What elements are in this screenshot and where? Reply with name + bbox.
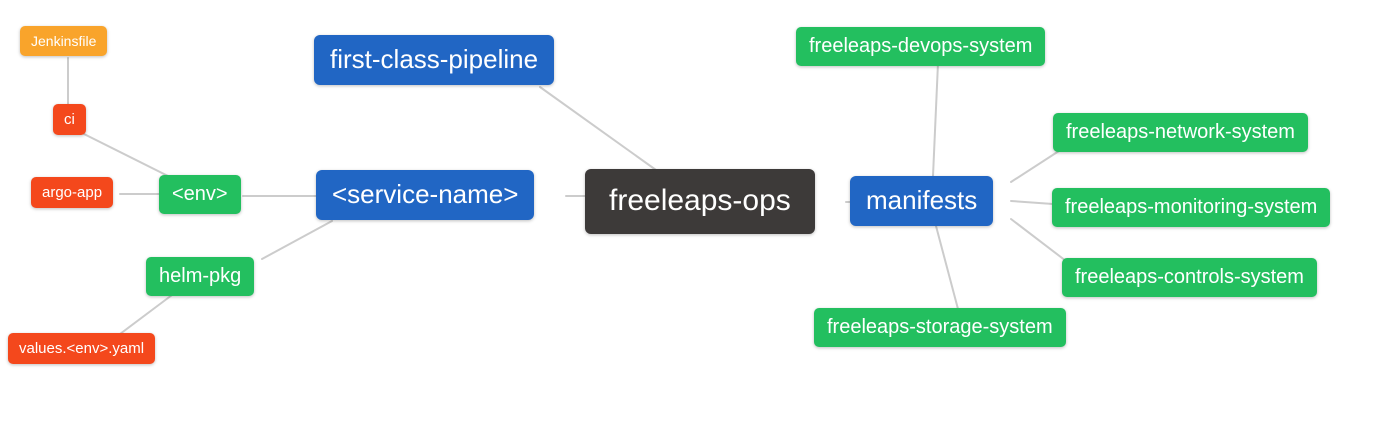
- edge-manifests-to-network-system: [1010, 148, 1063, 183]
- mindmap-node-values-env-yaml[interactable]: values.<env>.yaml: [8, 333, 156, 365]
- mindmap-node-manifests[interactable]: manifests: [850, 176, 994, 226]
- mindmap-node-monitoring-system[interactable]: freeleaps-monitoring-system: [1052, 188, 1331, 227]
- mindmap-node-network-system[interactable]: freeleaps-network-system: [1053, 113, 1308, 152]
- edge-manifests-to-monitoring-system: [1010, 200, 1054, 205]
- edge-helm-pkg-to-service-name: [261, 220, 333, 260]
- mindmap-node-service-name[interactable]: <service-name>: [316, 170, 535, 220]
- mindmap-node-devops-system[interactable]: freeleaps-devops-system: [796, 27, 1046, 66]
- mindmap-node-first-class-pipeline[interactable]: first-class-pipeline: [314, 35, 555, 85]
- mindmap-node-storage-system[interactable]: freeleaps-storage-system: [814, 308, 1066, 347]
- mindmap-node-controls-system[interactable]: freeleaps-controls-system: [1062, 258, 1317, 297]
- edge-first-class-pipeline-to-freeleaps-ops: [539, 86, 657, 171]
- mindmap-node-argo-app[interactable]: argo-app: [31, 177, 114, 209]
- mindmap-node-jenkinsfile[interactable]: Jenkinsfile: [20, 26, 108, 57]
- mindmap-node-helm-pkg[interactable]: helm-pkg: [146, 257, 255, 296]
- edge-helm-pkg-to-values-env-yaml: [119, 294, 173, 335]
- edge-manifests-to-devops-system: [932, 62, 939, 177]
- edge-manifests-to-storage-system: [935, 225, 959, 310]
- mindmap-node-env[interactable]: <env>: [159, 175, 241, 214]
- mindmap-node-freeleaps-ops[interactable]: freeleaps-ops: [585, 169, 815, 234]
- mindmap-node-ci[interactable]: ci: [53, 104, 86, 136]
- edge-ci-to-env: [83, 133, 171, 178]
